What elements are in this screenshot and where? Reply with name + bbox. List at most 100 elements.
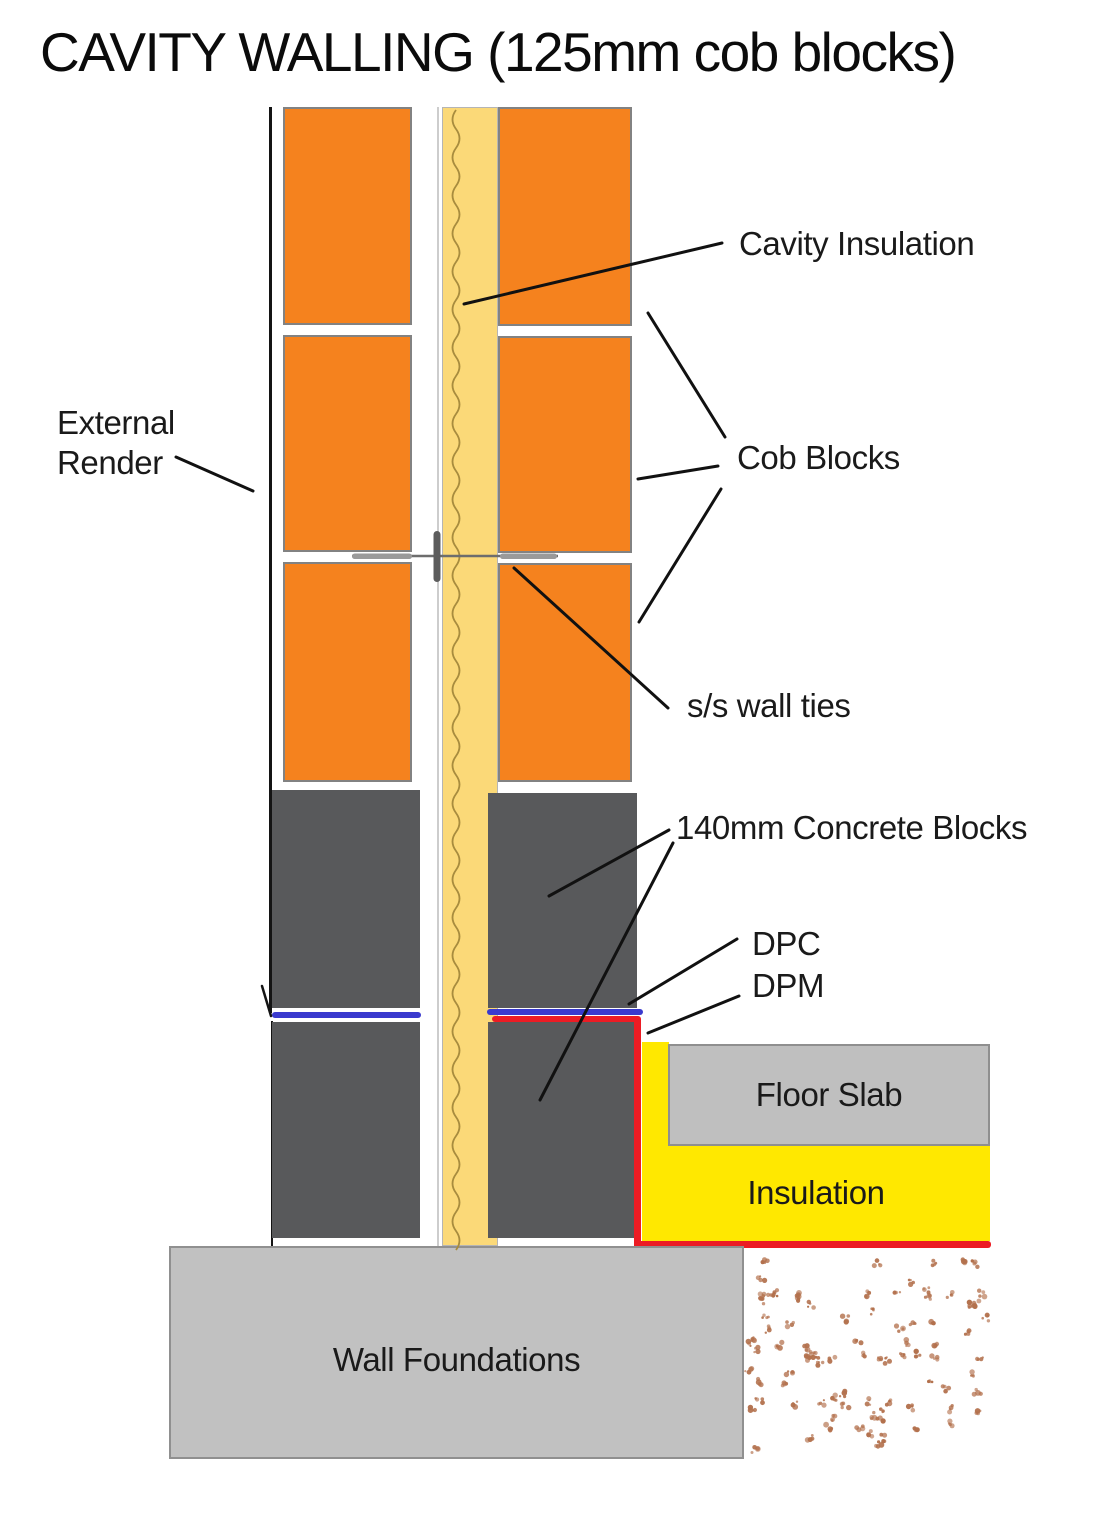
hardcore-speck xyxy=(887,1358,892,1364)
dpc-label: DPC xyxy=(752,925,821,962)
hardcore-speck xyxy=(789,1322,795,1328)
hardcore-speck xyxy=(875,1416,880,1421)
hardcore-speck xyxy=(843,1318,850,1324)
hardcore-speck xyxy=(975,1356,980,1361)
hardcore-speck xyxy=(860,1424,865,1429)
hardcore-speck xyxy=(871,1414,878,1421)
hardcore-speck xyxy=(749,1344,752,1347)
hardcore-speck xyxy=(774,1343,780,1350)
hardcore-speck xyxy=(905,1344,908,1348)
hardcore-speck xyxy=(832,1392,838,1398)
hardcore-speck xyxy=(846,1314,851,1318)
hardcore-speck xyxy=(877,1356,880,1359)
hardcore-speck xyxy=(805,1353,811,1359)
hardcore-speck xyxy=(750,1336,757,1343)
hardcore-speck xyxy=(886,1400,893,1407)
page-title: CAVITY WALLING (125mm cob blocks) xyxy=(40,21,957,83)
hardcore-speck xyxy=(893,1323,900,1329)
hardcore-speck xyxy=(755,1397,760,1402)
cob-blocks-label: Cob Blocks xyxy=(737,439,900,476)
hardcore-speck xyxy=(804,1346,811,1353)
hardcore-speck xyxy=(903,1337,910,1343)
hardcore-speck xyxy=(940,1384,945,1389)
external-render-line xyxy=(269,107,272,1013)
hardcore-speck xyxy=(827,1426,833,1432)
leader-cob-blocks-1 xyxy=(646,311,727,439)
dpm-line-horizontal xyxy=(492,1016,640,1022)
hardcore-speck xyxy=(760,1296,765,1301)
hardcore-speck xyxy=(878,1442,885,1448)
hardcore-speck xyxy=(764,1331,767,1334)
hardcore-speck xyxy=(877,1440,881,1444)
hardcore-speck xyxy=(885,1356,888,1359)
hardcore-speck xyxy=(904,1340,909,1346)
hardcore-speck xyxy=(975,1390,981,1396)
hardcore-speck xyxy=(832,1354,838,1360)
hardcore-speck xyxy=(914,1427,920,1433)
hardcore-speck xyxy=(934,1354,940,1360)
hardcore-speck xyxy=(840,1405,844,1410)
hardcore-speck xyxy=(790,1370,795,1374)
hardcore-speck xyxy=(817,1361,821,1364)
hardcore-speck xyxy=(931,1342,938,1349)
hardcore-speck xyxy=(878,1263,883,1268)
hardcore-speck xyxy=(949,1423,955,1429)
hardcore-speck xyxy=(750,1337,755,1341)
hardcore-speck xyxy=(862,1354,867,1359)
hardcore-speck xyxy=(934,1261,938,1265)
hardcore-speck xyxy=(754,1346,757,1350)
hardcore-speck xyxy=(894,1290,898,1295)
hardcore-speck xyxy=(974,1387,978,1392)
hardcore-speck xyxy=(752,1336,755,1339)
hardcore-speck xyxy=(821,1402,827,1408)
hardcore-speck xyxy=(971,1302,978,1309)
hardcore-speck xyxy=(866,1396,872,1402)
hardcore-speck xyxy=(841,1401,846,1406)
hardcore-speck xyxy=(962,1260,968,1266)
hardcore-speck xyxy=(967,1303,973,1309)
hardcore-speck xyxy=(807,1437,813,1443)
hardcore-speck xyxy=(812,1351,816,1355)
insulation-label: Insulation xyxy=(747,1174,885,1212)
hardcore-speck xyxy=(755,1344,761,1350)
hardcore-speck xyxy=(971,1300,977,1306)
concrete-blocks-label: 140mm Concrete Blocks xyxy=(676,809,1028,846)
hardcore-speck xyxy=(834,1398,838,1402)
floor-slab: Floor Slab xyxy=(668,1044,990,1146)
hardcore-speck xyxy=(870,1307,873,1310)
dpc-line-inner xyxy=(487,1009,643,1015)
hardcore-speck xyxy=(981,1316,984,1320)
hardcore-speck xyxy=(981,1290,986,1294)
hardcore-speck xyxy=(767,1315,770,1319)
hardcore-speck xyxy=(785,1320,789,1324)
hardcore-speck xyxy=(784,1381,789,1386)
hardcore-speck xyxy=(769,1293,773,1297)
hardcore-speck xyxy=(930,1380,934,1384)
hardcore-speck xyxy=(928,1297,932,1301)
hardcore-speck xyxy=(777,1345,783,1351)
hardcore-speck xyxy=(976,1358,980,1361)
hardcore-speck xyxy=(772,1290,777,1295)
leader-cob-blocks-2 xyxy=(636,464,720,481)
hardcore-speck xyxy=(950,1404,954,1408)
hardcore-speck xyxy=(838,1395,842,1398)
hardcore-speck xyxy=(757,1382,762,1387)
hardcore-speck xyxy=(866,1432,870,1436)
floor-insulation-upstand xyxy=(642,1042,669,1148)
hardcore-speck xyxy=(781,1380,787,1386)
hardcore-speck xyxy=(808,1302,812,1305)
hardcore-speck xyxy=(864,1401,870,1407)
hardcore-speck xyxy=(972,1303,978,1309)
hardcore-speck xyxy=(868,1403,872,1407)
cavity-centre-line xyxy=(437,107,439,1246)
hardcore-speck xyxy=(746,1369,752,1375)
hardcore-speck xyxy=(901,1327,905,1331)
hardcore-speck xyxy=(839,1313,846,1319)
hardcore-speck xyxy=(855,1338,859,1342)
hardcore-speck xyxy=(765,1316,769,1320)
dpm-line-bottom xyxy=(637,1241,991,1248)
hardcore-speck xyxy=(830,1417,835,1422)
hardcore-speck xyxy=(946,1385,952,1391)
hardcore-speck xyxy=(775,1294,779,1298)
hardcore-speck xyxy=(878,1263,881,1266)
